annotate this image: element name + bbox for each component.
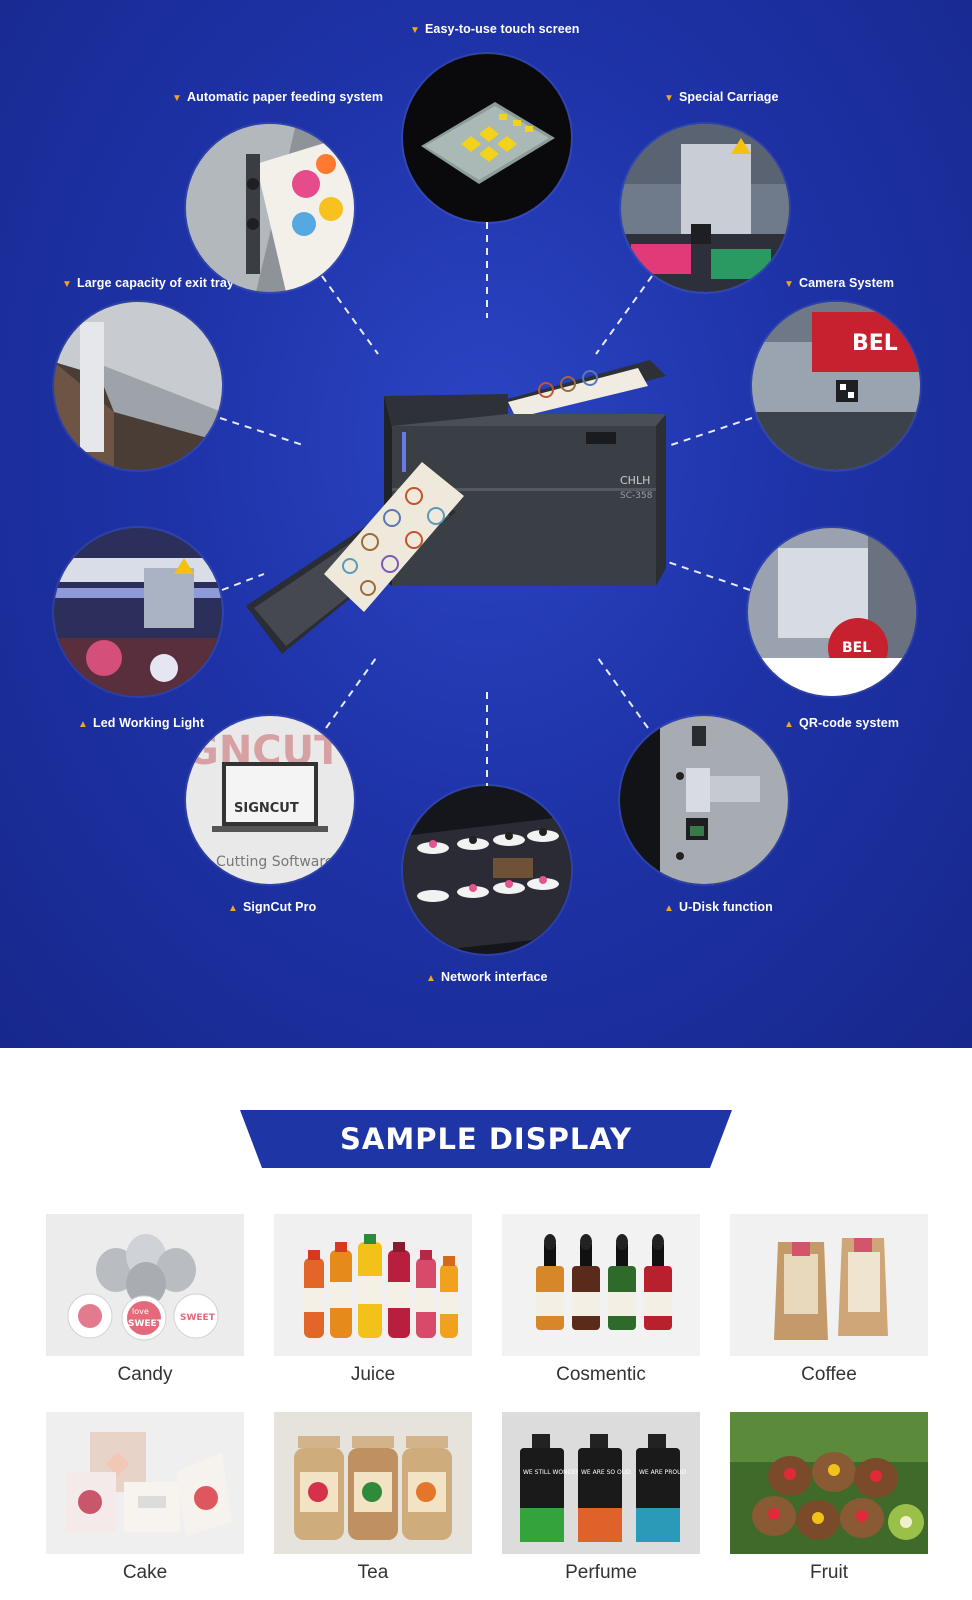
- connector-lines: [0, 0, 972, 1048]
- feature-label-led-light: ▲Led Working Light: [78, 716, 205, 730]
- fruit-image: [730, 1412, 928, 1554]
- network-photo: [403, 786, 571, 954]
- feature-label-qr-code: ▲QR-code system: [784, 716, 900, 730]
- sample-caption-candy: Candy: [117, 1364, 173, 1385]
- sample-caption-coffee: Coffee: [801, 1364, 857, 1385]
- cake-image: [46, 1412, 244, 1554]
- signcut-photo: GNCUT SIGNCUT Cutting Software: [186, 716, 354, 884]
- feature-label-u-disk: ▲U-Disk function: [664, 900, 773, 914]
- signcut-caption-text: Cutting Software: [216, 854, 333, 870]
- sample-caption-cosmetic: Cosmentic: [556, 1364, 646, 1385]
- feature-label-camera-system: ▼Camera System: [784, 276, 895, 290]
- triangle-up-icon: ▲: [78, 719, 88, 730]
- sample-caption-tea: Tea: [357, 1562, 389, 1583]
- triangle-up-icon: ▲: [426, 973, 436, 984]
- perfume-image: WE STILL WONDER WE ARE SO OUD WE ARE PRO…: [502, 1412, 700, 1554]
- feature-label-paper-feeding: ▼Automatic paper feeding system: [172, 90, 384, 104]
- triangle-down-icon: ▼: [172, 93, 182, 104]
- sample-cosmetic: Cosmentic: [502, 1214, 700, 1386]
- sample-caption-fruit: Fruit: [810, 1562, 848, 1583]
- perfume-text-1: WE STILL WONDER: [523, 1469, 580, 1476]
- sample-juice: Juice: [274, 1214, 472, 1386]
- tea-image: [274, 1412, 472, 1554]
- special-carriage-photo: [621, 124, 789, 292]
- camera-system-photo: BEL: [752, 302, 920, 470]
- sample-display-banner-shape: [240, 1110, 732, 1168]
- machine-model-text: SC-358: [620, 491, 653, 501]
- candy-love-text: love: [132, 1307, 149, 1316]
- sample-caption-perfume: Perfume: [565, 1562, 637, 1583]
- feature-label-special-carriage: ▼Special Carriage: [664, 90, 779, 104]
- sample-caption-juice: Juice: [350, 1364, 396, 1385]
- svg-text:BEL: BEL: [842, 640, 871, 656]
- sample-coffee: Coffee: [730, 1214, 928, 1386]
- cutter-machine-illustration: CHLH SC-358: [246, 360, 666, 654]
- candy-sweet-text: SWEET: [128, 1319, 164, 1329]
- svg-text:BEL: BEL: [852, 331, 898, 356]
- feature-label-network: ▲Network interface: [426, 970, 548, 984]
- sample-display-title: SAMPLE DISPLAY: [340, 1122, 632, 1156]
- signcut-logo-text: SIGNCUT: [234, 801, 299, 816]
- exit-tray-photo: [54, 302, 222, 470]
- sample-perfume: WE STILL WONDER WE ARE SO OUD WE ARE PRO…: [502, 1412, 700, 1584]
- sample-tea: Tea: [274, 1412, 472, 1584]
- triangle-down-icon: ▼: [410, 25, 420, 36]
- machine-brand-text: CHLH: [620, 474, 650, 487]
- triangle-up-icon: ▲: [664, 903, 674, 914]
- triangle-down-icon: ▼: [62, 279, 72, 290]
- paper-feeding-photo: [186, 124, 354, 292]
- juice-image: [274, 1214, 472, 1356]
- candy-image: love SWEET SWEET: [46, 1214, 244, 1356]
- triangle-down-icon: ▼: [784, 279, 794, 290]
- sample-candy: love SWEET SWEET Candy: [46, 1214, 244, 1386]
- sample-fruit: Fruit: [730, 1412, 928, 1584]
- perfume-text-2: WE ARE SO OUD: [581, 1469, 631, 1476]
- perfume-text-3: WE ARE PROUD: [639, 1469, 687, 1476]
- triangle-down-icon: ▼: [664, 93, 674, 104]
- cosmetic-image: [502, 1214, 700, 1356]
- triangle-up-icon: ▲: [784, 719, 794, 730]
- feature-label-touch-screen: ▼Easy-to-use touch screen: [410, 22, 580, 36]
- candy-sweet-text-2: SWEET: [180, 1313, 216, 1323]
- sample-caption-cake: Cake: [122, 1562, 168, 1583]
- feature-label-exit-tray: ▼Large capacity of exit tray: [62, 276, 234, 290]
- features-hero: ▼Easy-to-use touch screen ▼Automatic pap…: [0, 0, 972, 1048]
- coffee-image: [730, 1214, 928, 1356]
- touch-screen-photo: [403, 54, 571, 222]
- sample-cake: Cake: [46, 1412, 244, 1584]
- triangle-up-icon: ▲: [228, 903, 238, 914]
- qr-code-photo: BEL: [748, 528, 916, 696]
- feature-label-signcut: ▲SignCut Pro: [228, 900, 317, 914]
- u-disk-photo: [620, 716, 788, 884]
- led-light-photo: [54, 528, 222, 696]
